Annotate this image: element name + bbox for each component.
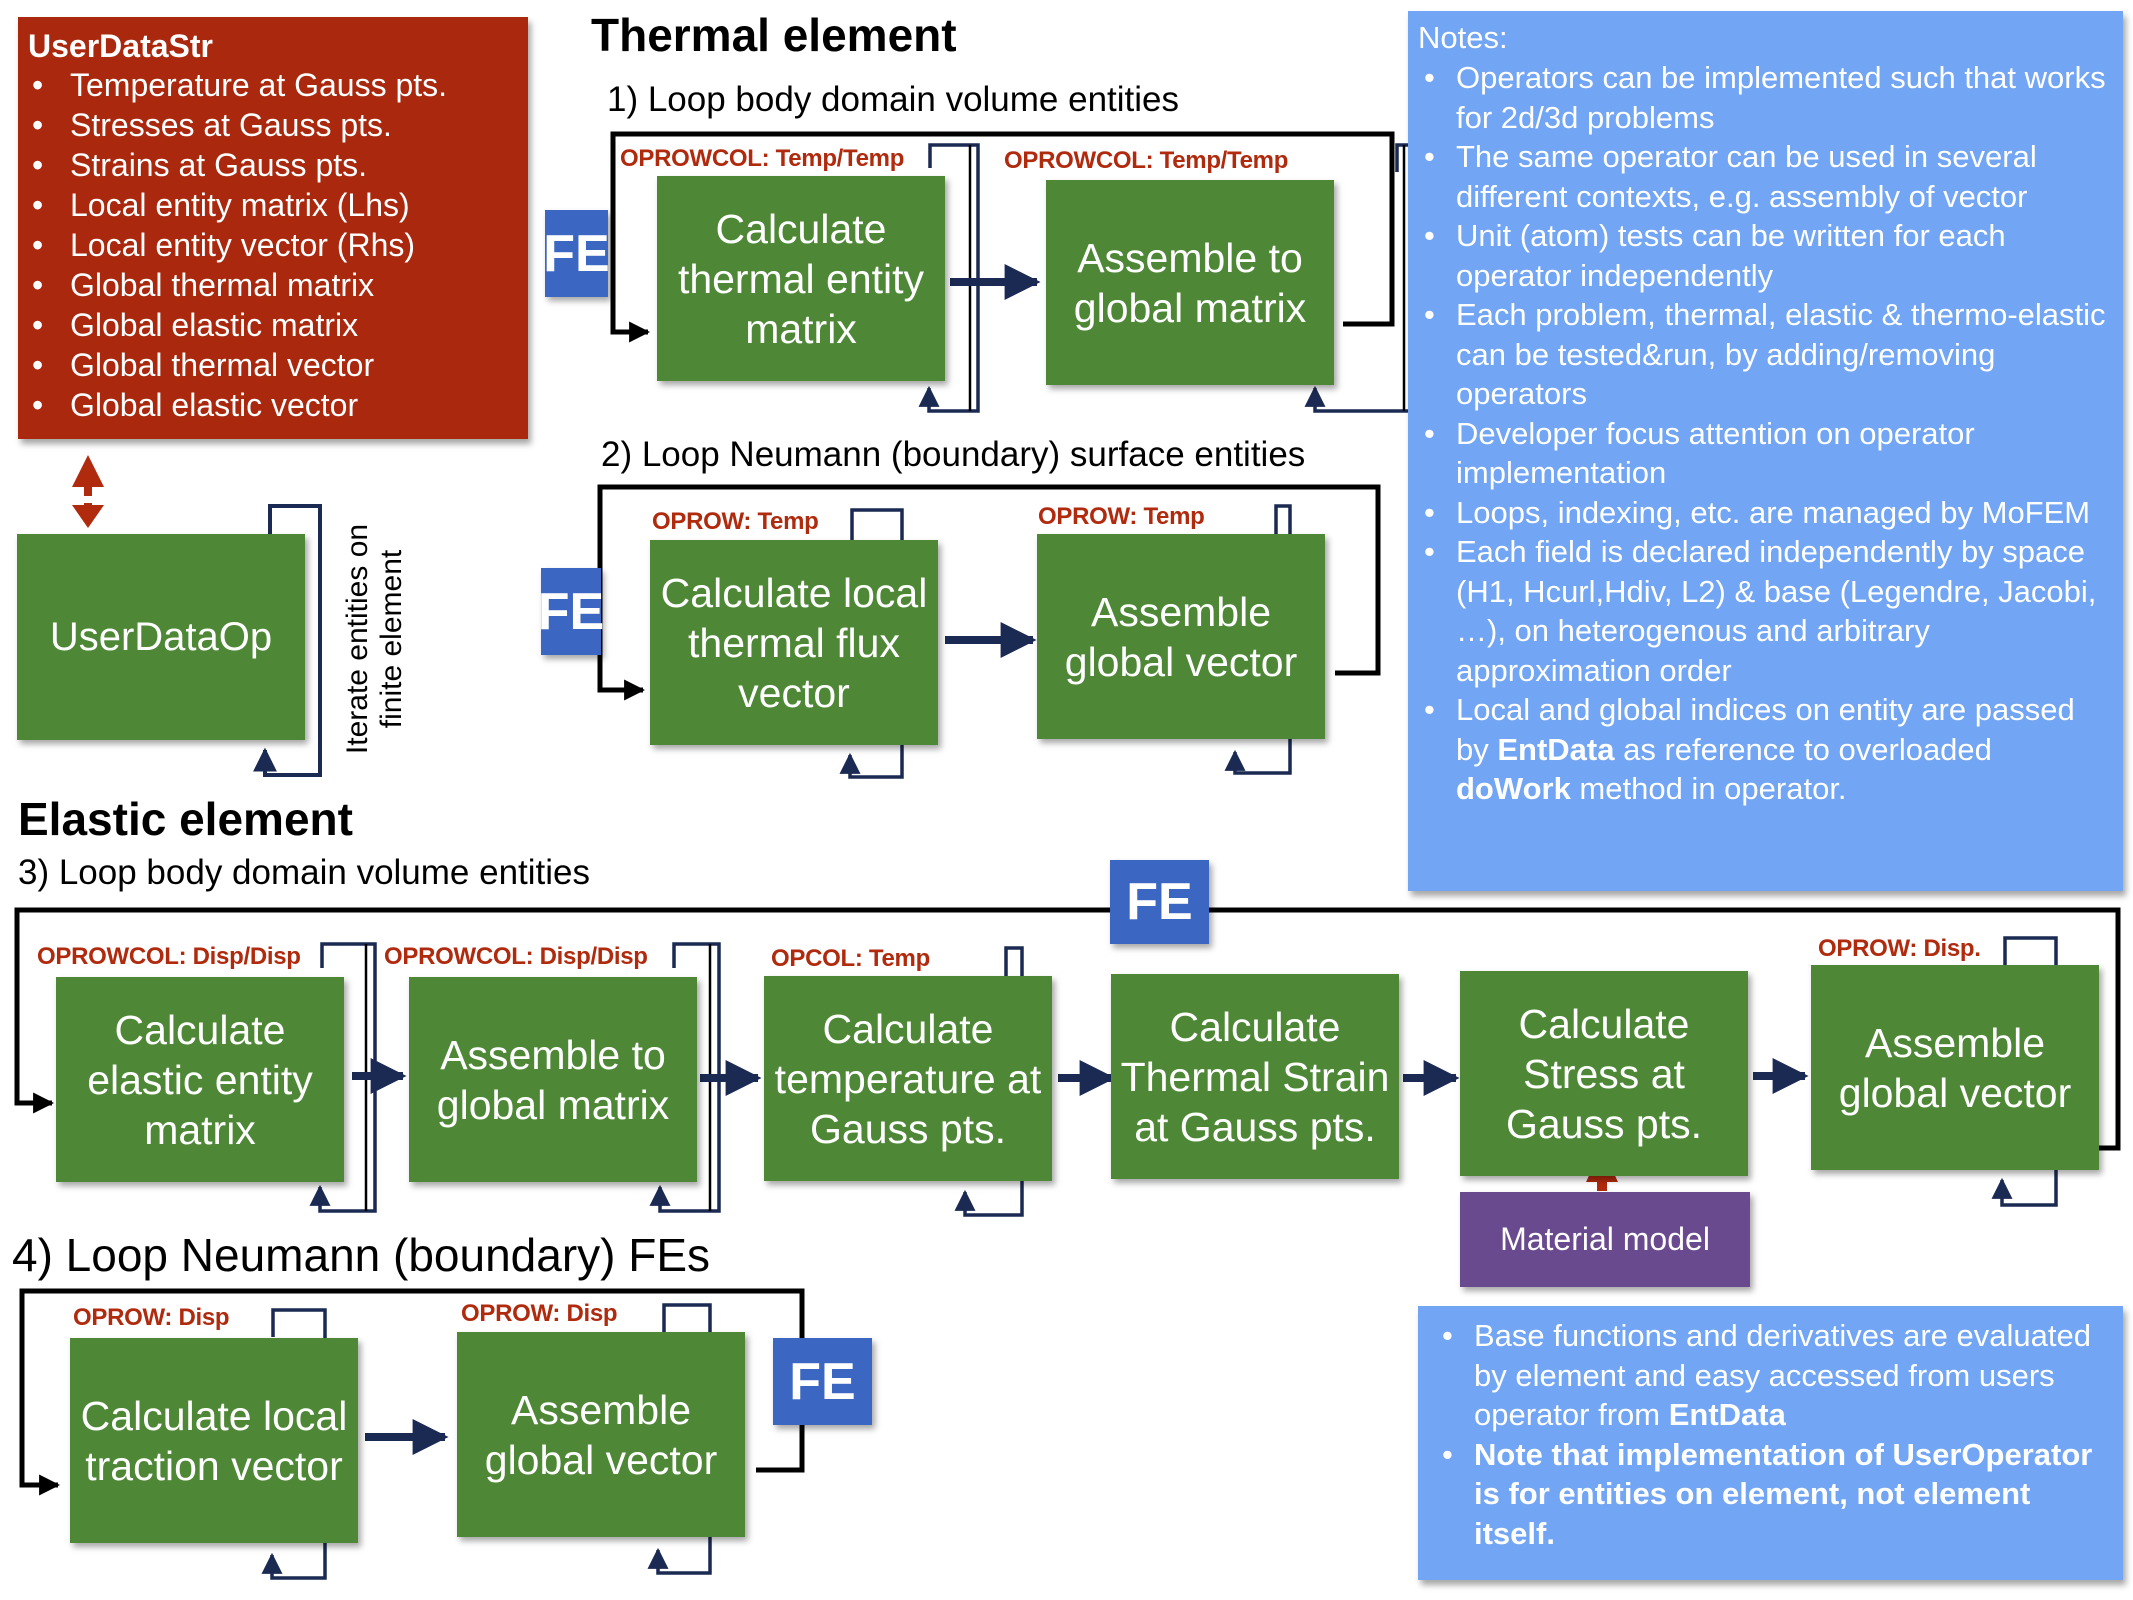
loop4-title: 4) Loop Neumann (boundary) FEs (12, 1229, 711, 1281)
operator-box-calc-stress: Calculate Stress at Gauss pts. (1460, 971, 1748, 1176)
operator-box-assemble-traction-vector: Assemble global vector (457, 1332, 745, 1537)
note-item: Operators can be implemented such that w… (1418, 58, 2115, 137)
notes-secondary-list: Base functions and derivatives are evalu… (1436, 1316, 2113, 1553)
list-item: Global thermal matrix (28, 265, 518, 305)
operator-tag: OPROW: Temp (652, 508, 819, 535)
loop3-title: 3) Loop body domain volume entities (18, 853, 591, 892)
user-data-str-list: Temperature at Gauss pts. Stresses at Ga… (28, 65, 518, 425)
fe-box: FE (773, 1338, 872, 1425)
elastic-element-title: Elastic element (18, 793, 353, 845)
list-item: Local entity matrix (Lhs) (28, 185, 518, 225)
operator-label: Assemble global vector (1064, 588, 1298, 685)
operator-tag: OPROWCOL: Disp/Disp (37, 943, 301, 970)
operator-label: Calculate Stress at Gauss pts. (1506, 1000, 1702, 1147)
fe-loop-line-1 (610, 131, 1395, 343)
fe-box: FE (543, 210, 610, 297)
operator-label: Calculate local thermal flux vector (660, 569, 928, 716)
list-item: Strains at Gauss pts. (28, 145, 518, 185)
operator-box-calc-thermal-flux: Calculate local thermal flux vector (650, 540, 938, 745)
loop1-title: 1) Loop body domain volume entities (607, 80, 1180, 119)
list-item: Global elastic matrix (28, 305, 518, 345)
list-item: Local entity vector (Rhs) (28, 225, 518, 265)
operator-tag: OPROW: Temp (1038, 503, 1205, 530)
operator-box-assemble-elastic-matrix: Assemble to global matrix (409, 977, 697, 1182)
user-data-op-label: UserDataOp (49, 615, 273, 659)
fe-loop-line-4 (19, 1288, 805, 1496)
notes-title: Notes: (1418, 20, 1508, 55)
list-item: Global thermal vector (28, 345, 518, 385)
operator-tag: OPROWCOL: Disp/Disp (384, 943, 648, 970)
operator-box-assemble-global-vector: Assemble global vector (1037, 534, 1325, 739)
operator-label: Calculate Thermal Strain at Gauss pts. (1120, 1003, 1390, 1150)
operator-box-calc-thermal-strain: Calculate Thermal Strain at Gauss pts. (1111, 974, 1399, 1179)
loop2-title: 2) Loop Neumann (boundary) surface entit… (601, 435, 1306, 474)
operator-loop (253, 504, 322, 777)
notes-panel: Notes: Operators can be implemented such… (1408, 11, 2123, 891)
note-text: Base functions and derivatives are evalu… (1474, 1318, 2091, 1432)
list-item: Stresses at Gauss pts. (28, 105, 518, 145)
operator-box-calc-elastic-matrix: Calculate elastic entity matrix (56, 977, 344, 1182)
list-item: Global elastic vector (28, 385, 518, 425)
iterate-entities-caption: Iterate entities on finite element (341, 494, 413, 784)
note-item: Local and global indices on entity are p… (1418, 690, 2115, 809)
operator-tag: OPROW: Disp (73, 1304, 230, 1331)
fe-loop-line-2 (597, 484, 1381, 701)
operator-label: Assemble global vector (1838, 1019, 2072, 1116)
note-item: Note that implementation of UserOperator… (1436, 1435, 2113, 1554)
operator-label: Assemble to global matrix (1073, 234, 1307, 331)
material-model-label: Material model (1500, 1221, 1710, 1257)
operator-tag: OPROWCOL: Temp/Temp (620, 145, 905, 172)
caption-line: Iterate entities on (341, 523, 374, 755)
operator-label: Assemble to global matrix (436, 1031, 670, 1128)
operator-tag: OPCOL: Temp (771, 945, 930, 972)
fe-box: FE (1110, 860, 1209, 944)
note-text: method in operator. (1570, 771, 1847, 806)
thermal-element-title: Thermal element (591, 9, 957, 61)
user-data-str-panel: UserDataStr Temperature at Gauss pts. St… (18, 17, 528, 439)
note-item: Each problem, thermal, elastic & thermo-… (1418, 295, 2115, 414)
operator-label: Calculate temperature at Gauss pts. (774, 1005, 1042, 1152)
note-text: as reference to overloaded (1614, 731, 1992, 767)
note-emphasis: EntData (1668, 1397, 1786, 1432)
operator-tag: OPROW: Disp. (1818, 935, 1981, 962)
note-item: Unit (atom) tests can be written for eac… (1418, 216, 2115, 295)
note-text: Local and global indices on entity are p… (1456, 692, 2075, 767)
data-exchange-arrow (72, 455, 104, 528)
user-data-str-title: UserDataStr (28, 28, 213, 64)
operator-label: Assemble global vector (484, 1386, 718, 1483)
note-item: The same operator can be used in several… (1418, 137, 2115, 216)
operator-tag: OPROW: Disp (461, 1300, 618, 1327)
operator-box-calc-traction: Calculate local traction vector (70, 1338, 358, 1543)
note-item: Developer focus attention on operator im… (1418, 414, 2115, 493)
operator-box-assemble-elastic-vector: Assemble global vector (1811, 965, 2099, 1170)
operator-box-calc-temperature: Calculate temperature at Gauss pts. (764, 976, 1052, 1181)
operator-tag: OPROWCOL: Temp/Temp (1004, 147, 1289, 174)
note-item: Each field is declared independently by … (1418, 532, 2115, 690)
notes-panel-secondary: Base functions and derivatives are evalu… (1418, 1306, 2123, 1580)
caption-line: finite element (375, 549, 408, 729)
note-item: Base functions and derivatives are evalu… (1436, 1316, 2113, 1435)
operator-box-assemble-global-matrix: Assemble to global matrix (1046, 180, 1334, 385)
user-data-op-box: UserDataOp (17, 534, 305, 740)
list-item: Temperature at Gauss pts. (28, 65, 518, 105)
operator-box-calc-thermal-matrix: Calculate thermal entity matrix (657, 176, 945, 381)
note-emphasis: EntData (1497, 731, 1615, 767)
note-item: Loops, indexing, etc. are managed by MoF… (1418, 493, 2115, 533)
material-model-box: Material model (1460, 1192, 1750, 1287)
operator-label: Calculate local traction vector (80, 1392, 348, 1489)
notes-list: Operators can be implemented such that w… (1418, 58, 2115, 809)
note-emphasis: Note that implementation of UserOperator… (1474, 1436, 2093, 1551)
note-emphasis: doWork (1456, 771, 1571, 806)
operator-label: Calculate thermal entity matrix (677, 205, 925, 352)
operator-label: Calculate elastic entity matrix (87, 1006, 313, 1153)
fe-loop-line-3 (14, 907, 2121, 1151)
fe-box: FE (538, 568, 604, 655)
